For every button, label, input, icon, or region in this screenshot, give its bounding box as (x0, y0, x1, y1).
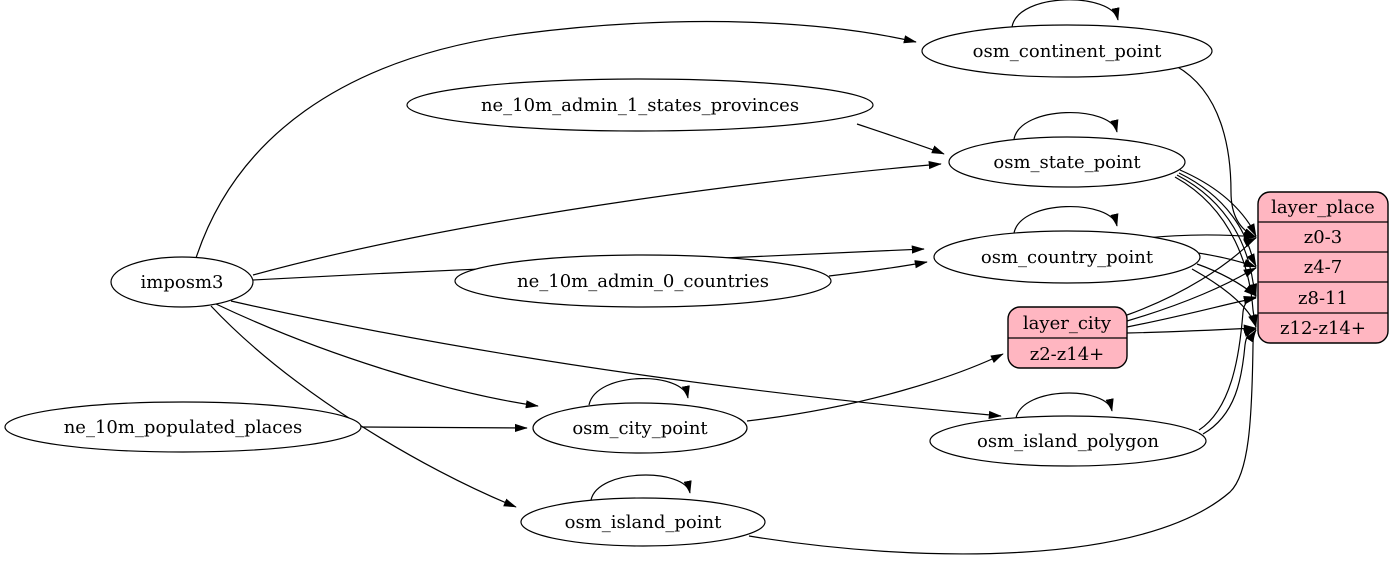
node-osm-country-point-shape (933, 230, 1201, 284)
node-ne-10m-admin-0-countries: ne_10m_admin_0_countries (454, 254, 832, 308)
edge-ne-10m-populated-places-to-osm-city-point (361, 423, 528, 433)
node-osm-city-point-label: osm_city_point (572, 418, 708, 439)
edge-ne-10m-admin-1-states-provinces-to-osm-state-point (856, 123, 945, 155)
node-imposm3: imposm3 (110, 256, 254, 308)
node-osm-island-point-label: osm_island_point (565, 512, 722, 533)
node-ne-10m-admin-1-states-provinces-label: ne_10m_admin_1_states_provinces (481, 95, 799, 116)
node-osm-state-point-label: osm_state_point (993, 152, 1141, 173)
edge-osm-city-point-to-layer-city-z2-z14 (746, 353, 1004, 422)
edge-osm-island-polygon-to-layer-place-z8-11 (1198, 295, 1257, 431)
edge-imposm3-to-osm-island-polygon (230, 300, 1002, 420)
node-layer-place-title: layer_place (1271, 197, 1375, 218)
node-osm-city-point-shape (532, 402, 748, 454)
edge-layer-city-to-layer-place-z0-3 (1126, 237, 1257, 316)
edge-imposm3-to-osm-city-point (215, 303, 539, 409)
edge-osm-island-polygon-to-layer-place-z12-z14 (1202, 328, 1257, 435)
edge-layer-city-to-layer-place-z12-z14 (1126, 324, 1257, 334)
node-ne-10m-populated-places-label: ne_10m_populated_places (64, 417, 303, 438)
node-osm-continent-point-shape (921, 24, 1213, 78)
node-osm-island-point-shape (520, 497, 766, 547)
node-layer-place-row-z0-3: z0-3 (1304, 227, 1342, 248)
node-osm-island-point: osm_island_point (520, 497, 766, 547)
node-ne-10m-populated-places-shape (4, 401, 362, 453)
edge-osm-state-point-to-layer-place-z0-3 (1179, 169, 1257, 237)
node-layer-place-row-z12-z14: z12-z14+ (1280, 318, 1366, 339)
node-imposm3-shape (110, 256, 254, 308)
node-osm-continent-point: osm_continent_point (921, 24, 1213, 78)
node-osm-island-polygon-shape (929, 415, 1207, 467)
node-layer-city: layer_city z2-z14+ (1007, 306, 1128, 369)
node-imposm3-label: imposm3 (141, 272, 224, 293)
self-loop-osm-country-point (1013, 205, 1119, 234)
edge-ne-10m-admin-0-countries-to-osm-country-point (828, 260, 928, 277)
node-ne-10m-admin-0-countries-shape (454, 254, 832, 308)
node-layer-place-row-z8-11: z8-11 (1298, 288, 1348, 309)
edge-osm-state-point-to-layer-place-z12-z14 (1174, 176, 1258, 328)
node-osm-continent-point-label: osm_continent_point (973, 41, 1162, 62)
node-layer-place-shape (1257, 191, 1389, 344)
edge-osm-country-point-to-layer-place-z12-z14 (1191, 268, 1257, 328)
edge-osm-island-point-to-layer-place-z12-z14 (748, 329, 1257, 555)
node-osm-country-point-label: osm_country_point (981, 247, 1154, 268)
node-ne-10m-admin-0-countries-label: ne_10m_admin_0_countries (517, 271, 769, 292)
self-loop-osm-continent-point (1011, 0, 1120, 28)
node-layer-place: layer_place z0-3 z4-7 z8-11 z12-z14+ (1257, 191, 1389, 344)
node-ne-10m-populated-places: ne_10m_populated_places (4, 401, 362, 453)
node-layer-city-title: layer_city (1023, 313, 1112, 334)
self-loop-osm-island-polygon (1015, 392, 1114, 419)
node-layer-place-row-z4-7: z4-7 (1304, 257, 1342, 278)
node-osm-country-point: osm_country_point (933, 230, 1201, 284)
node-osm-island-polygon: osm_island_polygon (929, 415, 1207, 467)
edge-imposm3-to-osm-continent-point (195, 20, 917, 259)
edge-layer-city-to-layer-place-z8-11 (1126, 296, 1257, 328)
self-loop-osm-city-point (588, 377, 690, 406)
edge-osm-country-point-to-layer-place-z4-7 (1197, 252, 1257, 268)
self-loop-osm-island-point (590, 474, 692, 501)
node-osm-state-point-shape (948, 136, 1186, 188)
node-osm-city-point: osm_city_point (532, 402, 748, 454)
self-loop-osm-state-point (1013, 111, 1119, 140)
node-layer-city-row-z2-z14: z2-z14+ (1030, 344, 1105, 365)
edge-layer-city-to-layer-place-z4-7 (1126, 267, 1257, 322)
node-osm-island-polygon-label: osm_island_polygon (977, 431, 1159, 452)
node-ne-10m-admin-1-states-provinces: ne_10m_admin_1_states_provinces (406, 78, 874, 132)
node-ne-10m-admin-1-states-provinces-shape (406, 78, 874, 132)
edge-osm-state-point-to-layer-place-z4-7 (1178, 172, 1257, 267)
edge-imposm3-to-osm-state-point (252, 160, 942, 276)
node-osm-state-point: osm_state_point (948, 136, 1186, 188)
edge-osm-continent-point-to-layer-place-z0-3 (1175, 65, 1257, 238)
